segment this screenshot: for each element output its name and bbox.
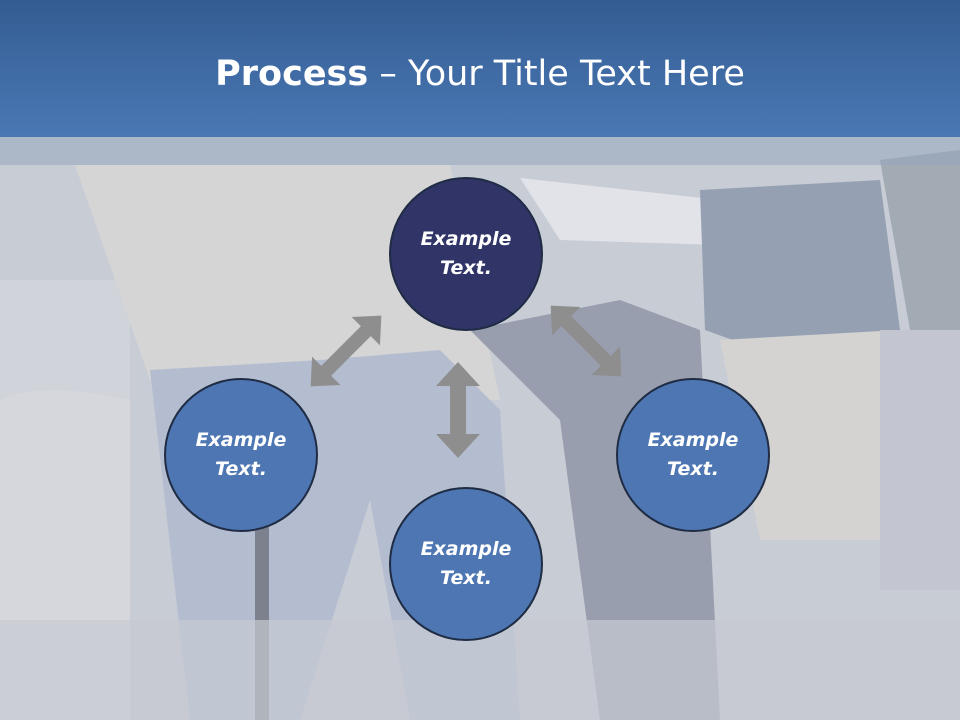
header-strip (0, 137, 960, 165)
double-arrow-right-diagonal (550, 305, 622, 377)
double-arrow-vertical (436, 362, 480, 458)
process-node-right: Example Text. (616, 378, 770, 532)
process-node-top-label: Example Text. (420, 228, 512, 279)
process-node-bottom-label: Example Text. (420, 538, 512, 589)
process-node-bottom: Example Text. (389, 487, 543, 641)
process-node-top: Example Text. (389, 177, 543, 331)
process-node-right-label: Example Text. (647, 429, 739, 480)
slide-title-bold: Process (215, 54, 369, 94)
slide-title-rest: – Your Title Text Here (368, 54, 745, 94)
process-node-left: Example Text. (164, 378, 318, 532)
title-bar (0, 0, 960, 137)
double-arrow-left-diagonal (310, 315, 382, 387)
slide-title: Process – Your Title Text Here (0, 54, 960, 94)
process-node-left-label: Example Text. (195, 429, 287, 480)
